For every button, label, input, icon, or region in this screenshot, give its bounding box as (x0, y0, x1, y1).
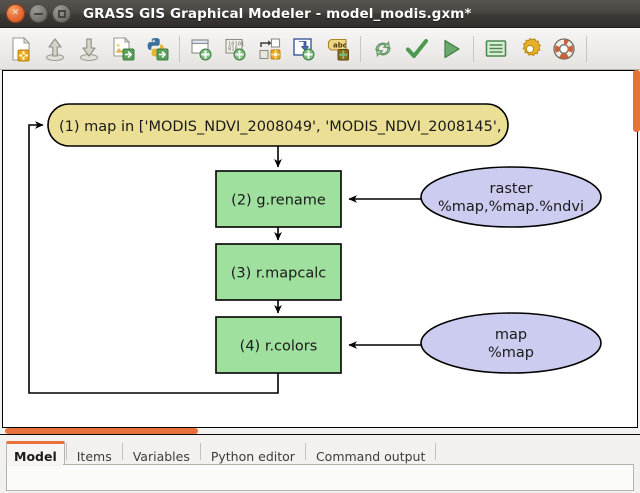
toolbar-separator-2 (360, 35, 361, 62)
modeler-settings-button[interactable] (513, 30, 547, 68)
node-data-raster-label-line1: raster (490, 181, 533, 197)
canvas-horizontal-scrollbar-thumb[interactable] (5, 428, 198, 434)
node-command-3-label: (3) r.mapcalc (231, 266, 326, 282)
help-icon (553, 37, 575, 60)
redefine-icon (375, 40, 391, 57)
validate-model-button[interactable] (400, 30, 434, 68)
node-data-map[interactable]: map %map (420, 312, 602, 374)
node-command-3[interactable]: (3) r.mapcalc (215, 243, 342, 301)
tab-command-output[interactable]: Command output (307, 444, 434, 469)
tab-items[interactable]: Items (68, 444, 121, 469)
add-command-button[interactable] (185, 30, 219, 68)
node-data-raster-label-line2: %map,%map.%ndvi (438, 199, 584, 215)
model-diagram: (1) map in ['MODIS_NDVI_2008049', 'MODIS… (28, 103, 602, 394)
open-model-button[interactable] (38, 30, 72, 68)
tab-variables-label: Variables (132, 449, 190, 464)
model-variables-button[interactable] (479, 30, 513, 68)
tab-python-editor[interactable]: Python editor (202, 444, 304, 469)
node-loop-1-label: (1) map in ['MODIS_NDVI_2008049', 'MODIS… (59, 119, 545, 135)
model-canvas[interactable]: (1) map in ['MODIS_NDVI_2008049', 'MODIS… (2, 70, 638, 428)
toolbar-separator-1 (179, 35, 180, 62)
tab-python-editor-label: Python editor (210, 449, 295, 464)
add-loop-button[interactable] (287, 30, 321, 68)
node-loop-1[interactable]: (1) map in ['MODIS_NDVI_2008049', 'MODIS… (47, 103, 545, 147)
add-relation-button[interactable] (253, 30, 287, 68)
maximize-icon (57, 9, 66, 18)
add-data-icon: 10101 010 (225, 38, 246, 60)
open-model-icon (46, 37, 64, 61)
add-command-icon (191, 38, 212, 60)
window-title: GRASS GIS Graphical Modeler - model_modi… (83, 5, 472, 22)
canvas-horizontal-scrollbar[interactable] (2, 428, 638, 435)
model-canvas-inner: (1) map in ['MODIS_NDVI_2008049', 'MODIS… (3, 71, 637, 427)
tab-divider-1 (65, 442, 67, 460)
node-command-2[interactable]: (2) g.rename (215, 170, 342, 228)
node-data-map-label-line1: map (495, 327, 527, 343)
node-data-map-label-line2: %map (488, 345, 534, 361)
tab-variables[interactable]: Variables (124, 444, 199, 469)
node-command-4[interactable]: (4) r.colors (215, 316, 342, 374)
add-comment-button[interactable]: abc (321, 30, 355, 68)
run-model-button[interactable] (434, 30, 468, 68)
save-model-icon (80, 37, 98, 61)
save-model-button[interactable] (72, 30, 106, 68)
tab-command-output-label: Command output (315, 449, 426, 464)
node-data-raster[interactable]: raster %map,%map.%ndvi (420, 166, 602, 228)
edge-cmd4-loop1-feedback (28, 121, 279, 394)
node-command-2-label: (2) g.rename (231, 193, 326, 209)
add-loop-icon (293, 37, 315, 60)
svg-text:10101: 10101 (228, 41, 244, 47)
toolbar-separator-3 (473, 35, 474, 62)
export-python-button[interactable] (140, 30, 174, 68)
export-python-icon (147, 37, 169, 60)
window-titlebar[interactable]: ✕ GRASS GIS Graphical Modeler - model_mo… (0, 0, 640, 28)
svg-text:abc: abc (333, 41, 347, 49)
minimize-icon (34, 12, 43, 15)
active-tab-underlay (7, 463, 63, 466)
tab-divider-5 (435, 442, 437, 460)
window-controls: ✕ (0, 4, 71, 23)
close-icon: ✕ (11, 8, 20, 18)
settings-icon (522, 37, 542, 56)
node-command-4-label: (4) r.colors (240, 339, 318, 355)
add-data-button[interactable]: 10101 010 (219, 30, 253, 68)
canvas-bottom-divider (0, 434, 640, 435)
help-button[interactable] (547, 30, 581, 68)
redraw-model-button[interactable] (366, 30, 400, 68)
tab-content-panel (6, 464, 634, 491)
window-minimize-button[interactable] (29, 4, 48, 23)
main-toolbar: 10101 010 (0, 28, 640, 70)
tab-model-label: Model (14, 449, 57, 464)
run-icon (444, 39, 460, 58)
canvas-vertical-scrollbar-thumb[interactable] (633, 70, 640, 132)
tab-bar: Model Items Variables Python editor Comm… (0, 437, 640, 469)
new-model-button[interactable] (4, 30, 38, 68)
toolbar-separator-4 (586, 35, 587, 62)
window-close-button[interactable]: ✕ (6, 4, 25, 23)
export-image-icon (113, 36, 135, 60)
canvas-vertical-scrollbar[interactable] (633, 70, 640, 428)
tab-divider-4 (304, 442, 306, 460)
add-comment-icon: abc (327, 38, 349, 60)
add-relation-icon (259, 37, 281, 59)
tab-items-label: Items (76, 449, 112, 464)
tab-divider-3 (199, 442, 201, 460)
new-model-icon (12, 36, 31, 61)
export-image-button[interactable] (106, 30, 140, 68)
svg-text:010: 010 (228, 46, 238, 52)
tab-divider-2 (121, 442, 123, 460)
validate-icon (406, 38, 428, 58)
variables-icon (485, 39, 507, 57)
window-maximize-button[interactable] (52, 4, 71, 23)
